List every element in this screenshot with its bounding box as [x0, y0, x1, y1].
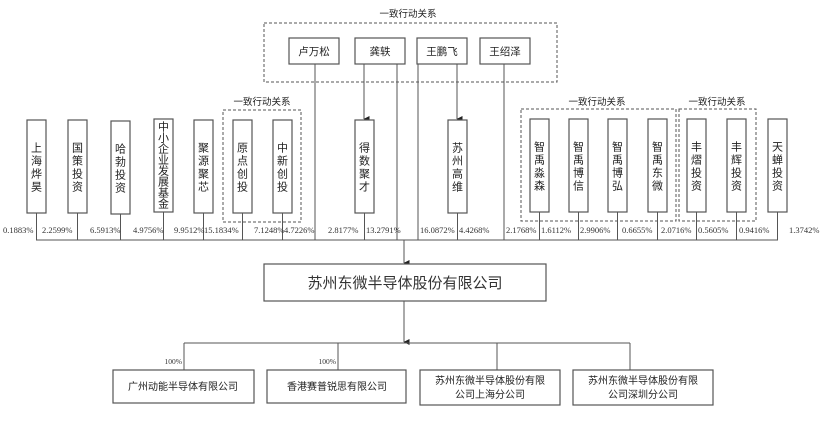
- shareholder-box: 原点创投: [232, 119, 253, 240]
- shareholder-box: 中小企业发展基金: [153, 118, 174, 240]
- shareholder-name: 中小企业发展基金: [158, 121, 169, 211]
- ownership-percentage: 4.9756%: [133, 225, 163, 235]
- ownership-percentage: 1.3742%: [789, 225, 819, 235]
- ownership-percentage: 13.2791%: [366, 225, 401, 235]
- shareholder-name: 智禹东微: [652, 140, 663, 193]
- subsidiary-shenzhen-branch: 苏州东微半导体股份有限 公司深圳分公司: [572, 369, 714, 406]
- ownership-percentage: 2.0716%: [661, 225, 691, 235]
- ownership-percentage: 0.1883%: [3, 225, 33, 235]
- shareholder-name: 智禹淼森: [534, 140, 545, 193]
- shareholder-box: 智禹博弘: [607, 118, 628, 240]
- shareholder-box: 聚源聚芯: [193, 119, 214, 240]
- controller-name: 王鹏飞: [426, 45, 458, 58]
- controller-name: 王绍泽: [489, 45, 521, 58]
- shareholder-name: 中新创投: [277, 142, 288, 194]
- ownership-percentage: 2.9906%: [580, 225, 610, 235]
- shareholder-box: 智禹淼森: [529, 118, 550, 240]
- shareholder-name: 智禹博弘: [612, 140, 623, 193]
- shareholder-box: 得数聚才: [354, 119, 375, 240]
- subsidiary-shanghai-branch: 苏州东微半导体股份有限 公司上海分公司: [419, 369, 561, 406]
- ownership-percentage: 15.1834%: [204, 225, 239, 235]
- ownership-percentage: 0.6655%: [622, 225, 652, 235]
- shareholder-name: 得数聚才: [359, 142, 370, 194]
- shareholder-box: 天蝉投资: [767, 118, 788, 240]
- controller-name: 卢万松: [298, 45, 330, 58]
- subsidiary-name: 香港赛普锐思有限公司: [287, 380, 387, 393]
- company-name: 苏州东微半导体股份有限公司: [307, 274, 502, 292]
- shareholder-box: 上海烨昊: [26, 119, 47, 240]
- subsidiary-name-line1: 苏州东微半导体股份有限: [588, 374, 698, 387]
- ownership-percentage: 2.8177%: [328, 225, 358, 235]
- subsidiary-name-line2: 公司上海分公司: [455, 388, 525, 401]
- ownership-percentage: 4.7226%: [284, 225, 314, 235]
- controller-name: 龚轶: [370, 45, 391, 58]
- shareholder-box: 国策投资: [67, 119, 88, 240]
- controller-wang-pengfei: 王鹏飞: [416, 37, 468, 65]
- company-box: 苏州东微半导体股份有限公司: [263, 263, 547, 302]
- shareholder-box: 丰熠投资: [686, 118, 707, 240]
- subsidiary-hongkong-saipuruisi: 香港赛普锐思有限公司: [266, 369, 407, 404]
- top-group-label: 一致行动关系: [379, 8, 436, 20]
- shareholder-name: 天蝉投资: [772, 141, 783, 193]
- controller-wang-shaoze: 王绍泽: [479, 37, 531, 65]
- ownership-percentage: 9.9512%: [174, 225, 204, 235]
- ownership-percentage: 6.5913%: [90, 225, 120, 235]
- shareholder-box: 中新创投: [272, 119, 293, 240]
- controller-lu-wansong: 卢万松: [288, 37, 340, 65]
- shareholder-name: 国策投资: [72, 142, 83, 194]
- ownership-percentage: 4.4268%: [459, 225, 489, 235]
- group-label-fengyi: 一致行动关系: [688, 96, 745, 108]
- subsidiary-name-line2: 公司深圳分公司: [608, 389, 678, 401]
- shareholder-name: 苏州高维: [452, 142, 463, 194]
- shareholder-box: 哈勃投资: [110, 120, 131, 240]
- controller-gong-yi: 龚轶: [354, 37, 406, 65]
- shareholder-box: 智禹博信: [568, 118, 589, 240]
- group-label-zhiyu: 一致行动关系: [568, 96, 625, 108]
- subsidiary-1-pct: 100%: [165, 357, 183, 366]
- percentage-labels: 0.1883% 2.2599% 6.5913% 4.9756% 9.9512%15.18…: [3, 225, 819, 235]
- ownership-percentage: 0.9416%: [739, 225, 769, 235]
- top-concert-group-box: [263, 22, 558, 83]
- shareholder-box: 丰辉投资: [726, 118, 747, 240]
- ownership-percentage: 0.5605%: [698, 225, 728, 235]
- subsidiary-guangzhou-dongneng: 广州动能半导体有限公司: [112, 369, 255, 404]
- shareholder-box: 苏州高维: [447, 119, 468, 240]
- subsidiary-name-line1: 苏州东微半导体股份有限: [435, 374, 545, 387]
- ownership-percentage: 16.0872%: [420, 225, 455, 235]
- ownership-percentage: 7.1248%: [254, 225, 284, 235]
- shareholder-row: 上海烨昊 国策投资 哈勃投资 中小企业发展基金 聚源聚芯 原点创投 中新创投 得数聚才 苏州高维…: [26, 118, 788, 240]
- concert-group-zhiyu: [520, 108, 677, 222]
- ownership-percentage: 2.1768%: [506, 225, 536, 235]
- shareholder-name: 原点创投: [237, 142, 248, 194]
- group-label-yuandian: 一致行动关系: [233, 96, 290, 108]
- subsidiary-name: 广州动能半导体有限公司: [128, 380, 238, 393]
- ownership-percentage: 2.2599%: [42, 225, 72, 235]
- shareholder-box: 智禹东微: [647, 118, 668, 240]
- shareholder-name: 聚源聚芯: [198, 142, 209, 194]
- shareholder-name: 上海烨昊: [31, 142, 42, 194]
- shareholder-name: 丰熠投资: [691, 141, 702, 193]
- subsidiary-2-pct: 100%: [319, 357, 337, 366]
- shareholder-name: 哈勃投资: [115, 143, 126, 195]
- ownership-percentage: 1.6112%: [541, 225, 571, 235]
- shareholder-name: 丰辉投资: [731, 141, 742, 193]
- concert-group-feng: [678, 108, 757, 222]
- shareholder-name: 智禹博信: [573, 140, 584, 193]
